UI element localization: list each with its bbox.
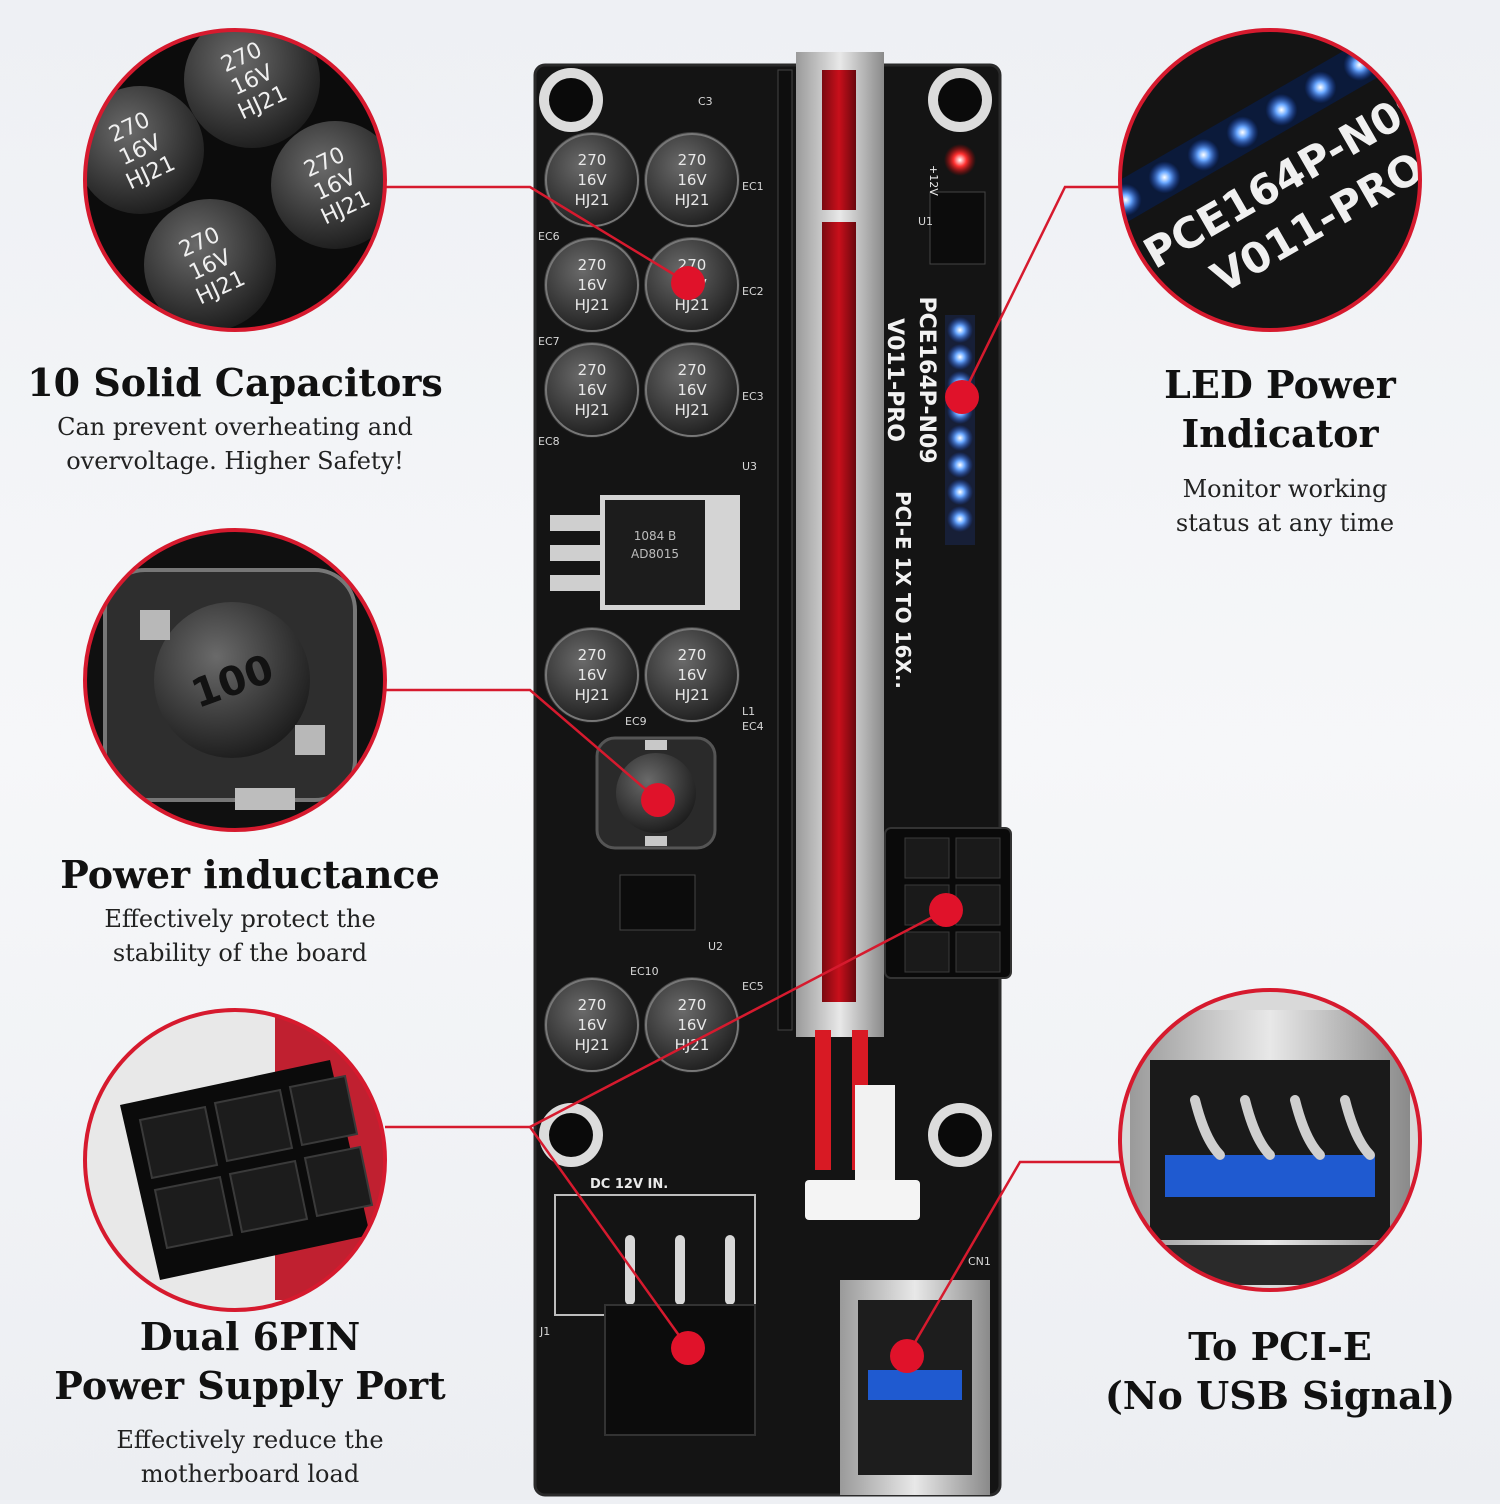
svg-text:C3: C3 [698,95,713,108]
chip-u1 [929,191,986,265]
capacitor [644,342,740,438]
pcb-spec-label: PCI-E 1X TO 16X.. [891,491,915,689]
capacitor-markings: 270 16V HJ21 270 16V HJ21 270 16V HJ21 270 16V H… [575,151,710,1054]
svg-text:HJ21: HJ21 [575,1036,610,1054]
usb-connector [840,1280,990,1495]
svg-text:HJ21: HJ21 [675,401,710,419]
capacitor [544,977,640,1073]
inductance-title: Power inductance [60,852,440,897]
svg-text:EC6: EC6 [538,230,560,243]
pcb-model-label: PCE164P-N09 [914,296,939,463]
regulator-marking: 1084 B AD8015 [631,529,679,561]
voltage-regulator [550,495,740,610]
svg-text:EC1: EC1 [742,180,764,193]
capacitor [544,342,640,438]
zoom-6pin-port [83,1008,387,1312]
callout-lines [385,185,1120,1357]
capacitor [644,132,740,228]
blue-led-strip [945,315,975,545]
capacitors-desc: Can prevent overheating and overvoltage.… [57,413,413,476]
chip-u2 [619,874,696,931]
svg-text:270: 270 [578,361,607,379]
svg-text:270: 270 [578,151,607,169]
sixpin-title: Dual 6PIN Power Supply Port [54,1314,446,1409]
svg-text:16V: 16V [677,1016,707,1034]
led-desc: Monitor working status at any time [1175,475,1395,538]
svg-text:270: 270 [578,996,607,1014]
svg-text:270: 270 [578,256,607,274]
svg-text:L1: L1 [742,705,755,718]
capacitor [644,977,740,1073]
svg-text:U2: U2 [708,940,723,953]
svg-text:J1: J1 [539,1325,550,1338]
zoom-usb-port [1118,988,1422,1292]
capacitor-array [544,132,740,1073]
zoom-inductor: 100 [83,528,387,832]
svg-text:EC9: EC9 [625,715,647,728]
svg-text:16V: 16V [577,381,607,399]
svg-text:EC2: EC2 [742,285,764,298]
svg-text:EC7: EC7 [538,335,560,348]
svg-text:16V: 16V [577,1016,607,1034]
svg-text:U3: U3 [742,460,757,473]
pcb-board: PCE164P-N09 V011-PRO PCI-E 1X TO 16X.. D… [533,52,1012,1497]
dc-power-pins [554,1194,756,1436]
mounting-holes [539,68,992,1167]
svg-text:HJ21: HJ21 [575,296,610,314]
svg-text:HJ21: HJ21 [675,686,710,704]
svg-text:EC5: EC5 [742,980,764,993]
capacitor [544,237,640,333]
svg-text:270: 270 [678,996,707,1014]
svg-text:CN1: CN1 [968,1255,991,1268]
dc-input-label: DC 12V IN. [590,1177,668,1192]
svg-text:HJ21: HJ21 [675,191,710,209]
svg-text:16V: 16V [677,171,707,189]
zoom-led-strip: PCE164P-N09 V011-PRO [1118,28,1422,332]
capacitors-title: 10 Solid Capacitors [27,360,443,405]
svg-text:HJ21: HJ21 [675,1036,710,1054]
silkscreen-designators: EC1 EC2 EC3 EC4 EC5 EC6 EC7 EC8 EC9 EC10… [538,95,991,1338]
sixpin-desc: Effectively reduce the motherboard load [116,1426,384,1489]
svg-text:HJ21: HJ21 [575,686,610,704]
pcb-version-label: V011-PRO [882,318,907,442]
svg-text:16V: 16V [577,276,607,294]
svg-text:270: 270 [678,361,707,379]
pcie-title: To PCI-E (No USB Signal) [1104,1324,1456,1419]
svg-text:16V: 16V [677,381,707,399]
capacitor [544,627,640,723]
inductance-desc: Effectively protect the stability of the… [104,905,376,968]
svg-text:16V: 16V [677,666,707,684]
svg-text:EC8: EC8 [538,435,560,448]
led-label: +12V [927,165,940,196]
svg-text:HJ21: HJ21 [575,191,610,209]
svg-text:1084 B: 1084 B [634,529,677,543]
svg-text:AD8015: AD8015 [631,547,679,561]
svg-text:16V: 16V [577,666,607,684]
svg-text:270: 270 [678,151,707,169]
svg-text:EC10: EC10 [630,965,659,978]
svg-text:270: 270 [578,646,607,664]
pcie-x16-slot [777,52,920,1220]
led-title: LED Power Indicator [1164,362,1396,457]
svg-text:U1: U1 [918,215,933,228]
svg-text:16V: 16V [577,171,607,189]
callout-dots [641,266,979,1373]
capacitor [644,627,740,723]
svg-text:HJ21: HJ21 [675,296,710,314]
svg-text:EC3: EC3 [742,390,764,403]
red-power-led [944,144,976,176]
svg-text:HJ21: HJ21 [575,401,610,419]
svg-text:EC4: EC4 [742,720,764,733]
svg-text:270: 270 [678,646,707,664]
